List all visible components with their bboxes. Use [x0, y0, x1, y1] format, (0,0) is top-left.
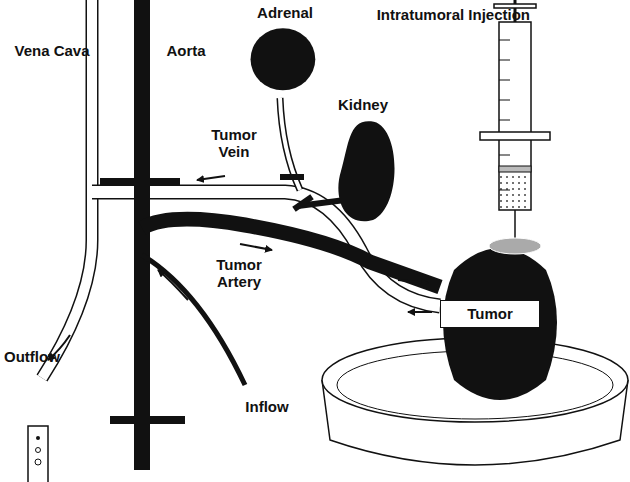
vessel-label: Tumor Vein — [204, 126, 264, 161]
syringe — [480, 0, 550, 240]
aorta-vessel — [142, 0, 440, 470]
procedure-label: Intratumoral Injection — [340, 6, 530, 23]
adrenal-gland: Adrenal — [238, 4, 332, 100]
tumor-label: Tumor — [440, 300, 540, 327]
ligature — [100, 174, 314, 424]
flow-label: Outflow — [4, 348, 74, 365]
organ-label: Adrenal — [238, 4, 332, 21]
flow-label: Inflow — [232, 398, 302, 415]
vessel-label: Vena Cava — [12, 42, 92, 59]
kidney-organ: Kidney — [318, 96, 408, 226]
vessel-label: Aorta — [156, 42, 216, 59]
tumor-mass: Tumor — [434, 230, 566, 410]
test-tube — [28, 426, 48, 482]
organ-label: Kidney — [318, 96, 408, 113]
kidney-organ-shape — [318, 96, 408, 226]
vessel-label: Tumor Artery — [208, 256, 270, 291]
